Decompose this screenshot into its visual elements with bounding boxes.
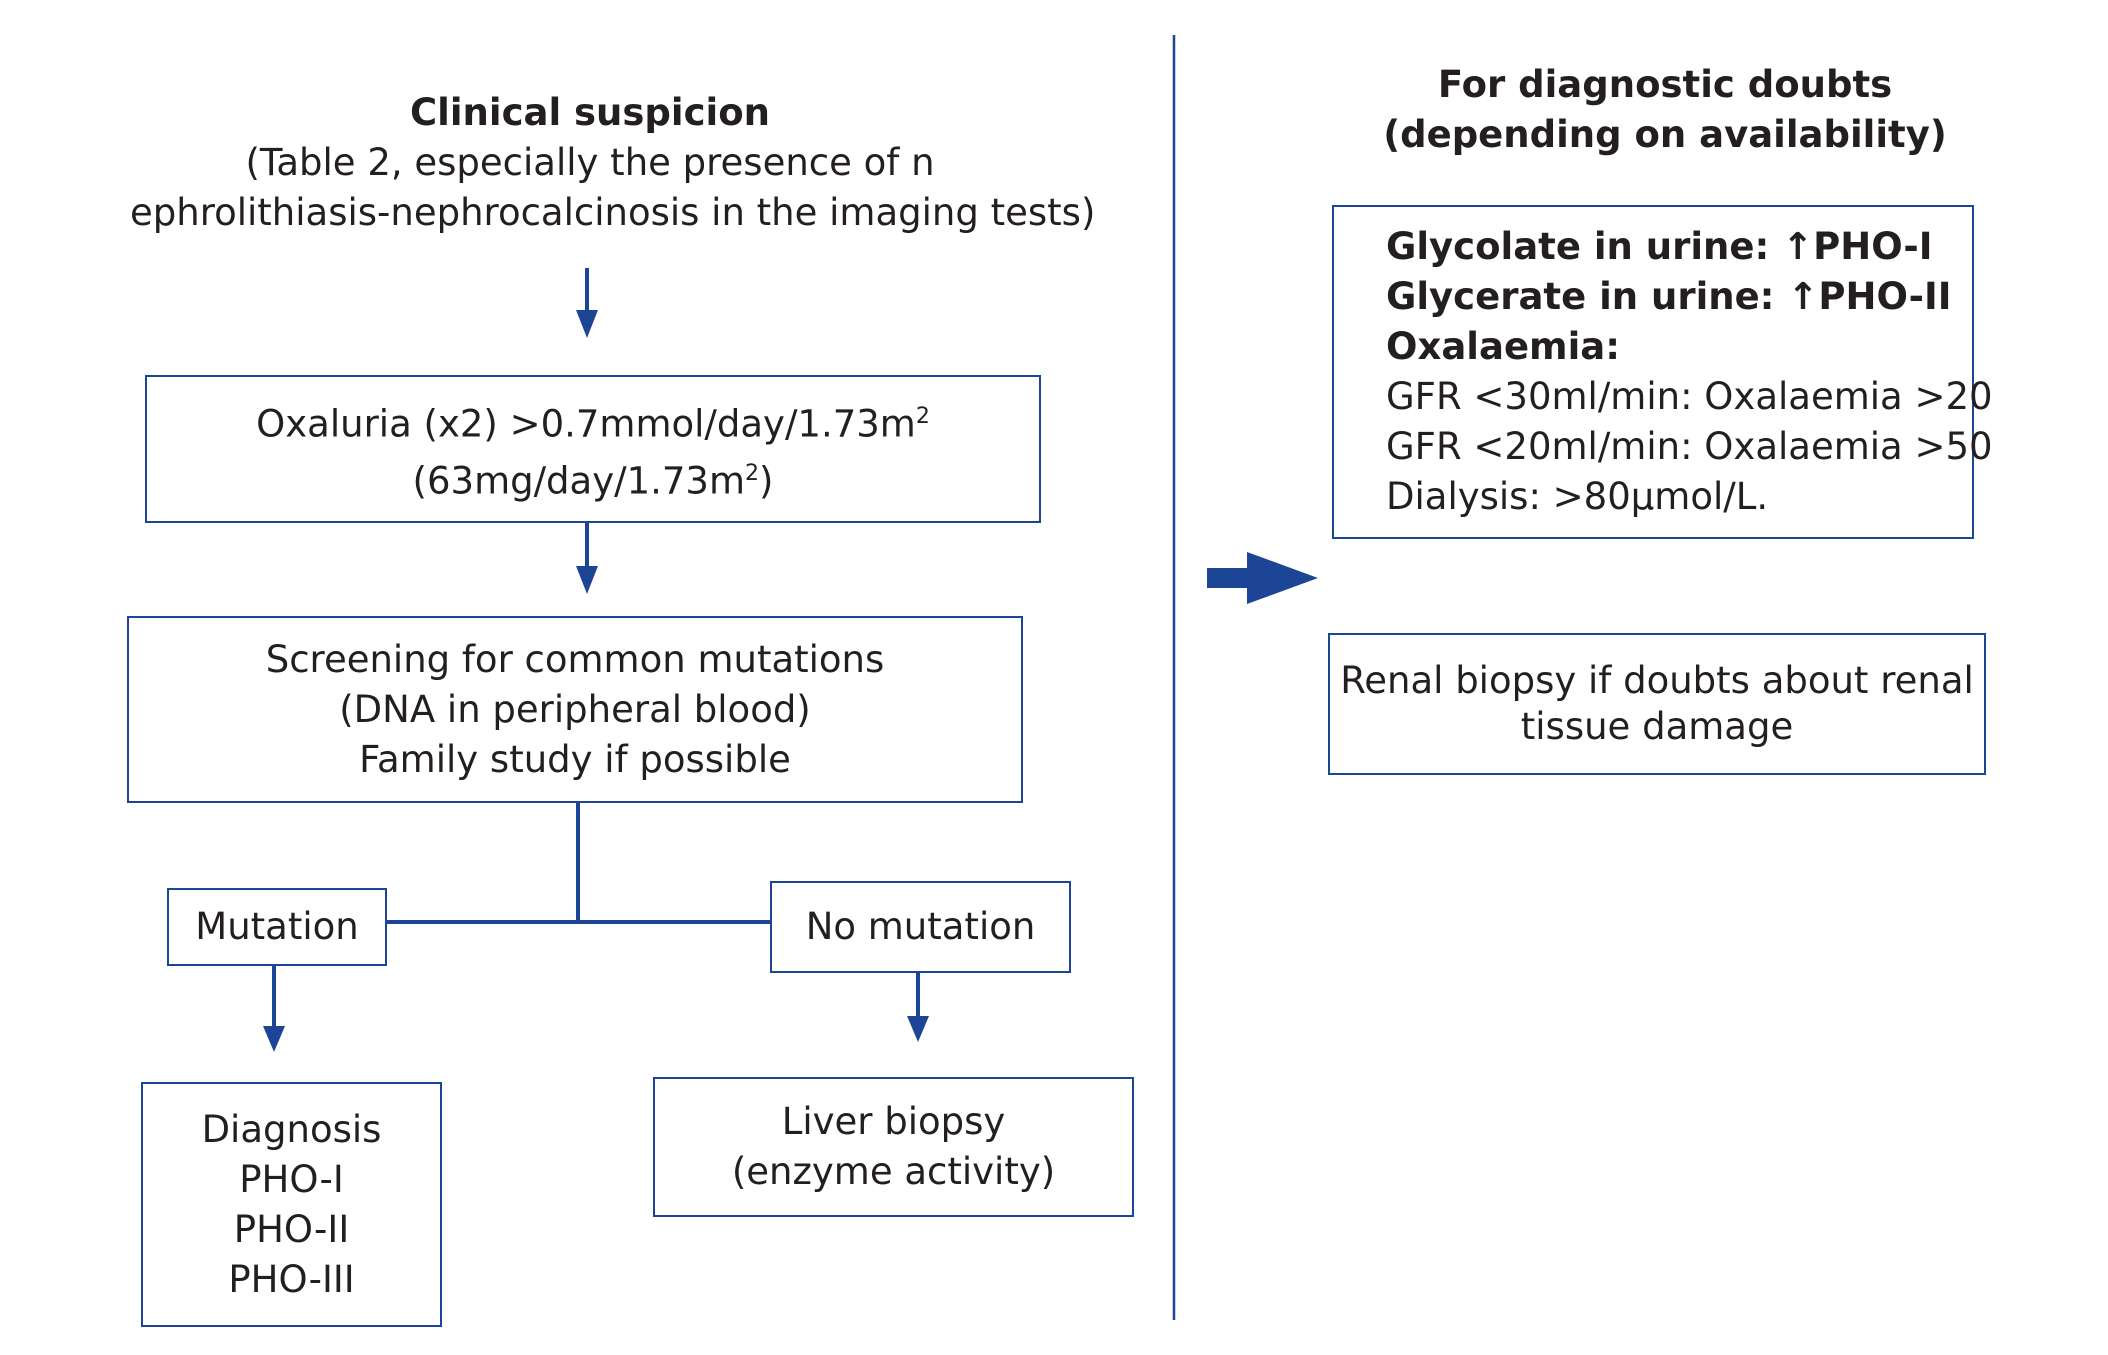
screening-line-1: Screening for common mutations <box>265 637 885 681</box>
arrow-oxaluria-to-screening <box>576 523 598 594</box>
diagnostic-doubts-title-2: (depending on availability) <box>1383 113 1947 156</box>
clinical-suspicion-subtitle-1: (Table 2, especially the presence of n <box>245 141 935 184</box>
screening-box: Screening for common mutations (DNA in p… <box>127 616 1023 803</box>
tests-box: Glycolate in urine: ↑PHO-I Glycerate in … <box>1332 205 1993 539</box>
arrow-no-mutation-to-liver-biopsy <box>907 970 929 1042</box>
oxaluria-line-1: Oxaluria (x2) >0.7mmol/day/1.73m2 <box>256 392 930 449</box>
liver-biopsy-box: Liver biopsy (enzyme activity) <box>653 1077 1134 1217</box>
mutation-label: Mutation <box>195 905 359 948</box>
screening-line-3: Family study if possible <box>359 737 791 781</box>
oxaluria-line-2: (63mg/day/1.73m2) <box>413 449 774 506</box>
glycolate-line: Glycolate in urine: ↑PHO-I <box>1386 225 1933 268</box>
liver-biopsy-line-2: (enzyme activity) <box>731 1150 1056 1193</box>
oxaluria-line-1-sup: 2 <box>915 403 930 429</box>
diagnostic-doubts-title-1: For diagnostic doubts <box>1437 63 1893 106</box>
dialysis-line: Dialysis: >80µmol/L. <box>1386 475 1769 518</box>
renal-biopsy-line-1: Renal biopsy if doubts about renal <box>1340 659 1974 702</box>
diagnostic-doubts-header: For diagnostic doubts (depending on avai… <box>1320 60 2010 160</box>
oxaluria-line-2-text: (63mg/day/1.73m <box>412 459 746 503</box>
oxaluria-line-2-sup: 2 <box>745 461 760 486</box>
diagnosis-line-2: PHO-I <box>239 1157 344 1201</box>
arrow-suspicion-to-oxaluria <box>576 268 598 338</box>
liver-biopsy-line-1: Liver biopsy <box>781 1100 1006 1143</box>
renal-biopsy-box: Renal biopsy if doubts about renal tissu… <box>1328 633 1986 775</box>
clinical-suspicion-subtitle-2: ephrolithiasis-nephrocalcinosis in the i… <box>130 191 1096 234</box>
oxaluria-line-2-end: ) <box>759 459 774 503</box>
arrow-mutation-to-diagnosis <box>263 963 285 1052</box>
oxaluria-line-1-text: Oxaluria (x2) >0.7mmol/day/1.73m <box>256 402 916 445</box>
clinical-suspicion-title: Clinical suspicion <box>410 91 770 134</box>
arrow-right-large <box>1207 552 1318 604</box>
gfr-20-line: GFR <20ml/min: Oxalaemia >50 <box>1386 425 1993 468</box>
oxaluria-box: Oxaluria (x2) >0.7mmol/day/1.73m2 (63mg/… <box>145 375 1041 523</box>
diagnosis-line-4: PHO-III <box>228 1257 355 1301</box>
mutation-box: Mutation <box>167 888 387 966</box>
no-mutation-label: No mutation <box>805 905 1036 948</box>
clinical-suspicion-header: Clinical suspicion (Table 2, especially … <box>130 88 1096 238</box>
renal-biopsy-line-2: tissue damage <box>1520 705 1794 748</box>
diagnosis-line-3: PHO-II <box>233 1207 350 1251</box>
diagnosis-box: Diagnosis PHO-I PHO-II PHO-III <box>141 1082 442 1327</box>
glycerate-line: Glycerate in urine: ↑PHO-II <box>1386 275 1952 318</box>
branch-connector <box>385 800 770 924</box>
no-mutation-box: No mutation <box>770 881 1071 973</box>
gfr-30-line: GFR <30ml/min: Oxalaemia >20 <box>1386 375 1993 418</box>
oxalaemia-heading: Oxalaemia: <box>1386 325 1621 368</box>
diagnosis-line-1: Diagnosis <box>201 1107 382 1151</box>
screening-line-2: (DNA in peripheral blood) <box>339 687 811 731</box>
